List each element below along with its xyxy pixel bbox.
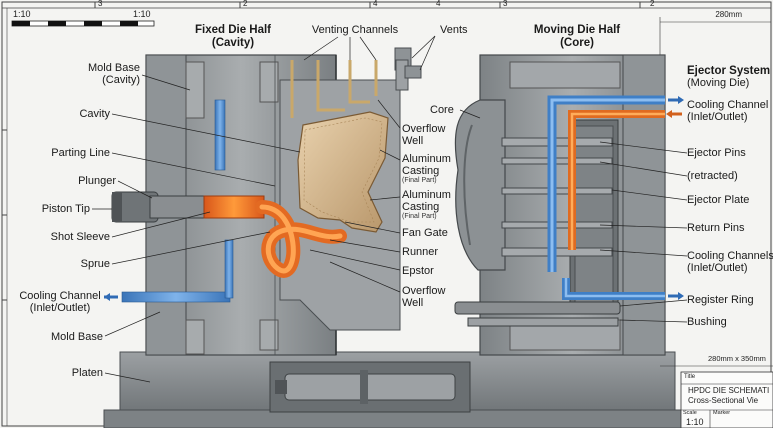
cavity-block — [279, 79, 401, 331]
label-mold-base-cavity-sub: (Cavity) — [102, 74, 140, 86]
ruler-number-6: 2 — [650, 0, 655, 8]
label-vents: Vents — [440, 24, 468, 36]
moving-die-subheading: (Core) — [560, 37, 594, 49]
label-core: Core — [430, 104, 454, 116]
label-bushing: Bushing — [687, 316, 727, 328]
fixed-die-subheading: (Cavity) — [211, 37, 255, 49]
ejector-system-heading: Ejector System — [687, 65, 771, 77]
title-block-title-2: Cross-Sectional Vie — [688, 396, 759, 405]
top-dimension-line — [659, 17, 771, 60]
moving-die-heading: Moving Die Half — [533, 24, 621, 36]
label-piston-tip: Piston Tip — [41, 203, 90, 215]
top-dimension: 280mm — [715, 10, 742, 19]
aluminum-casting-shape — [297, 111, 389, 233]
label-overflow-well-top: Overflow — [402, 123, 446, 135]
platen-body — [103, 351, 695, 428]
label-aluminum-casting-1b: Casting — [402, 165, 440, 177]
scale-label-right: 1:10 — [133, 9, 151, 19]
title-block-scale-label: Scale — [683, 410, 697, 416]
label-ejector-plate: Ejector Plate — [687, 194, 750, 206]
label-fan-gate: Fan Gate — [402, 227, 448, 239]
label-mold-base-cavity: Mold Base — [88, 62, 140, 74]
title-block-title-1: HPDC DIE SCHEMATI — [688, 386, 770, 395]
label-runner: Runner — [402, 246, 439, 258]
label-ejector-pins: Ejector Pins — [687, 147, 746, 159]
scale-label-left: 1:10 — [13, 9, 31, 19]
injection-system — [111, 191, 347, 278]
ruler-number-3: 4 — [373, 0, 378, 8]
label-parting-line: Parting Line — [51, 147, 110, 159]
label-overflow-well-bottom: Overflow — [402, 285, 446, 297]
ruler-number-2: 2 — [243, 0, 248, 8]
label-aluminum-casting-2: Aluminum — [402, 189, 451, 201]
ejector-pins — [454, 137, 621, 327]
label-cooling-channels: Cooling Channels — [687, 250, 773, 262]
ruler-number-1: 3 — [98, 0, 103, 8]
leader-lines — [92, 35, 688, 383]
label-aluminum-casting-2b: Casting — [402, 201, 440, 213]
label-shot-sleeve: Shot Sleeve — [50, 231, 110, 243]
label-return-pins: Return Pins — [687, 222, 745, 234]
title-block — [660, 365, 773, 428]
label-cooling-channel-right: Cooling Channel — [687, 99, 769, 111]
moving-cooling-channels — [547, 95, 684, 300]
label-venting-channels: Venting Channels — [311, 24, 399, 36]
ruler-number-4: 3 — [503, 0, 508, 8]
label-cooling-channels-sub: (Inlet/Outlet) — [687, 262, 748, 274]
label-aluminum-casting-1: Aluminum — [402, 153, 451, 165]
title-block-scale-value: 1:10 — [686, 417, 704, 427]
core-block — [454, 99, 506, 271]
label-sprue: Sprue — [80, 258, 110, 270]
label-retracted: (retracted) — [687, 170, 738, 182]
label-final-part-2: (Final Part) — [402, 213, 437, 220]
label-cavity: Cavity — [79, 108, 110, 120]
label-platen: Platen — [71, 367, 103, 379]
label-cooling-channel-right-sub: (Inlet/Outlet) — [687, 111, 748, 123]
label-register-ring: Register Ring — [687, 294, 754, 306]
label-overflow-well-top-sub: Well — [402, 135, 424, 147]
label-final-part-1: (Final Part) — [402, 177, 437, 184]
label-epstor: Epstor — [402, 265, 434, 277]
scale-bar — [11, 20, 155, 27]
title-block-marker: Marker — [713, 410, 731, 416]
ruler-number-5: 4 — [436, 0, 441, 8]
title-block-title-label: Title — [684, 374, 696, 380]
venting-channels — [290, 47, 422, 118]
label-plunger: Plunger — [78, 175, 116, 187]
label-mold-base: Mold Base — [51, 331, 103, 343]
label-overflow-well-bottom-sub: Well — [402, 297, 424, 309]
label-cooling-channel-left-sub: (Inlet/Outlet) — [29, 302, 91, 314]
sheet-dimension: 280mm x 350mm — [708, 354, 766, 363]
label-cooling-channel-left: Cooling Channel — [19, 290, 101, 302]
fixed-die-heading: Fixed Die Half — [194, 24, 272, 36]
ejector-system-subheading: (Moving Die) — [687, 77, 750, 89]
